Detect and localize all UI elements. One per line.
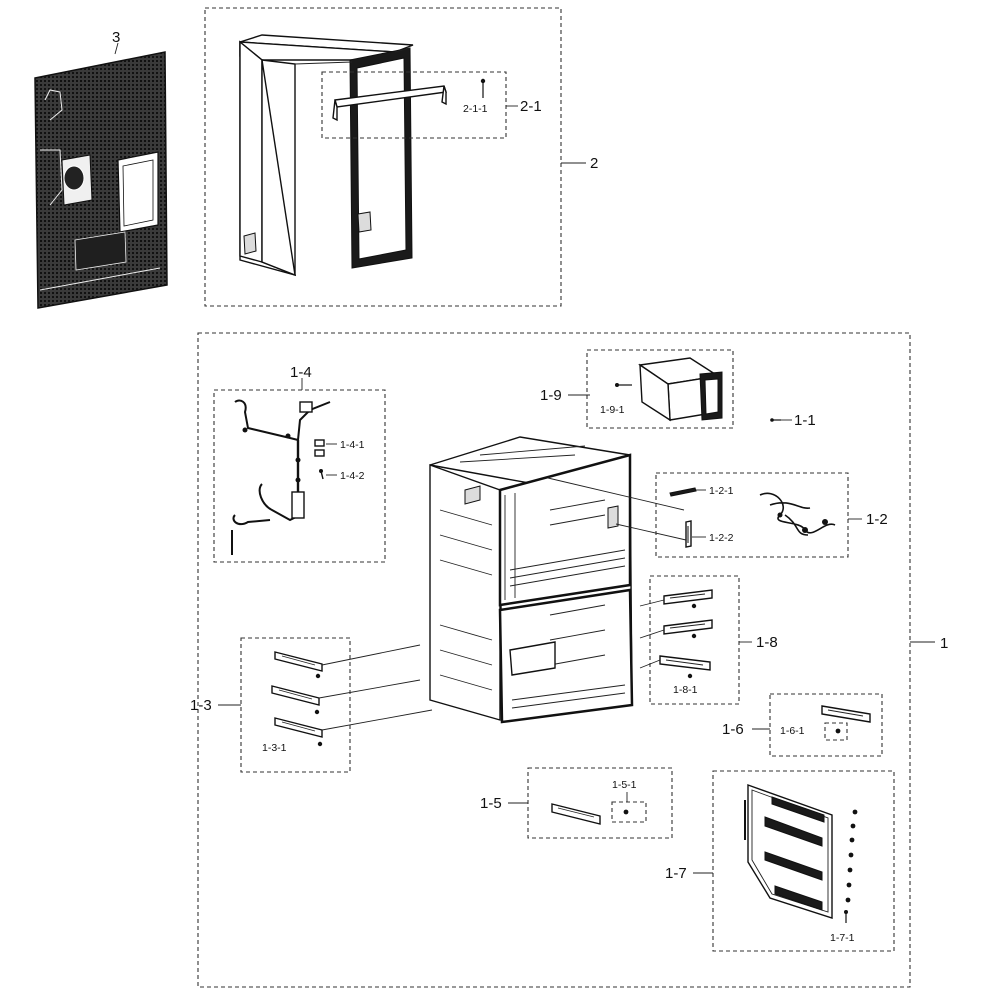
part-1-4-2-screw bbox=[319, 469, 324, 480]
part-1-7-side-panel bbox=[744, 784, 833, 919]
label-1-6-1: 1-6-1 bbox=[780, 725, 805, 737]
group-box-1-9 bbox=[586, 349, 734, 429]
leader-1-3-b bbox=[318, 679, 421, 699]
group-box-1-3 bbox=[240, 637, 351, 773]
label-1-2-2: 1-2-2 bbox=[709, 532, 734, 544]
part-1-6-1-screw bbox=[835, 728, 841, 734]
label-1-5-1: 1-5-1 bbox=[612, 779, 637, 791]
part-1-8-rail-top bbox=[663, 589, 713, 609]
group-box-1 bbox=[197, 332, 911, 988]
leader-1-3-c bbox=[321, 709, 433, 731]
label-1-1: 1-1 bbox=[794, 412, 816, 429]
part-1-3-rail-top bbox=[274, 651, 323, 679]
part-1-3-rail-middle bbox=[271, 685, 320, 715]
part-1-7-screws bbox=[844, 809, 858, 923]
label-1-7-1: 1-7-1 bbox=[830, 932, 855, 944]
label-2-1-1: 2-1-1 bbox=[463, 103, 488, 115]
part-1-4-1-clip bbox=[314, 439, 325, 457]
label-1-8: 1-8 bbox=[756, 634, 778, 651]
part-1-2-1-sensor bbox=[669, 487, 697, 497]
part-1-2-wire-harness bbox=[759, 492, 836, 536]
part-1-9-ice-maker bbox=[615, 357, 723, 422]
part-1-8-rail-bottom bbox=[659, 655, 711, 679]
group-box-1-6 bbox=[769, 693, 883, 757]
label-1-3-1: 1-3-1 bbox=[262, 742, 287, 754]
label-1-7: 1-7 bbox=[665, 865, 687, 882]
group-box-1-6-1 bbox=[824, 722, 848, 741]
group-box-1-4 bbox=[213, 389, 386, 563]
part-2-outer-case bbox=[239, 34, 414, 277]
part-3-rear-cover bbox=[34, 51, 168, 309]
group-box-1-2 bbox=[655, 472, 849, 558]
group-box-1-5 bbox=[527, 767, 673, 839]
group-box-1-7 bbox=[712, 770, 895, 952]
part-2-1-top-bracket bbox=[332, 85, 447, 122]
label-1-8-1: 1-8-1 bbox=[673, 684, 698, 696]
label-1-4-1: 1-4-1 bbox=[340, 439, 365, 451]
label-1-9: 1-9 bbox=[540, 387, 562, 404]
part-1-3-rail-bottom bbox=[274, 717, 323, 747]
part-1-1-screw bbox=[770, 418, 781, 422]
part-1-2-2-sensor bbox=[685, 520, 692, 548]
label-1-3: 1-3 bbox=[190, 697, 212, 714]
part-1-inner-liner bbox=[429, 436, 634, 724]
group-box-1-8 bbox=[649, 575, 740, 705]
group-box-1-5-1 bbox=[611, 801, 647, 823]
part-2-1-1-screw bbox=[480, 78, 486, 98]
leader-1-8-b bbox=[639, 629, 665, 639]
group-box-2 bbox=[204, 7, 562, 307]
part-1-8-rail-middle bbox=[663, 619, 713, 639]
part-1-4-water-tube bbox=[231, 399, 331, 555]
label-1-6: 1-6 bbox=[722, 721, 744, 738]
leader-1-2-1-body bbox=[547, 477, 685, 511]
label-1-4-2: 1-4-2 bbox=[340, 470, 365, 482]
leader-3 bbox=[114, 42, 119, 55]
label-1-5: 1-5 bbox=[480, 795, 502, 812]
part-1-6-rail bbox=[821, 705, 871, 723]
leader-1-8-c bbox=[639, 659, 661, 669]
label-1-9-1: 1-9-1 bbox=[600, 404, 625, 416]
label-2-1: 2-1 bbox=[520, 98, 542, 115]
label-2: 2 bbox=[590, 155, 598, 172]
leader-1-8-a bbox=[639, 599, 665, 607]
leader-1-3-a bbox=[321, 644, 421, 666]
label-3: 3 bbox=[112, 29, 120, 46]
label-1: 1 bbox=[940, 635, 948, 652]
label-1-2: 1-2 bbox=[866, 511, 888, 528]
label-1-4: 1-4 bbox=[290, 364, 312, 381]
part-1-5-1-screw bbox=[623, 809, 629, 815]
leader-1-2-2-body bbox=[615, 523, 687, 541]
label-1-2-1: 1-2-1 bbox=[709, 485, 734, 497]
part-1-5-rail bbox=[551, 803, 601, 825]
group-box-2-1 bbox=[321, 71, 507, 139]
